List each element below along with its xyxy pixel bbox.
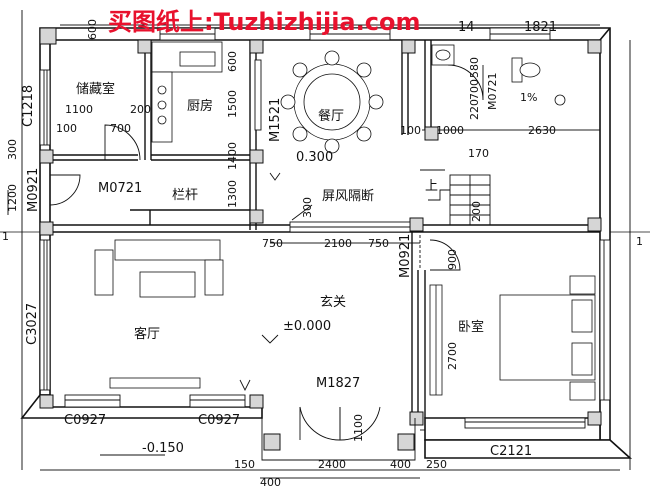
doors	[49, 59, 484, 441]
dim-170: 170	[468, 147, 489, 160]
dim-700b: 700	[468, 79, 481, 100]
dining-table	[280, 50, 384, 154]
dim-2400: 2400	[318, 458, 346, 471]
bedroom-furniture	[429, 275, 596, 401]
dim-1000: 1000	[436, 124, 464, 137]
dim-220: 220	[468, 99, 481, 120]
bathroom-fixtures	[431, 44, 566, 106]
dim-1100b: 1100	[352, 414, 365, 442]
railing-note: 栏杆	[172, 188, 198, 203]
dim-300b: 300	[301, 197, 314, 218]
dim-700: 700	[110, 122, 131, 135]
dim-100b: 100	[400, 124, 421, 137]
code-m0921-left: M0921	[26, 168, 41, 212]
code-m1827: M1827	[316, 376, 360, 391]
code-m0721-bath: M0721	[486, 73, 499, 111]
dim-900: 900	[446, 249, 459, 270]
code-m0921-right: M0921	[398, 234, 413, 278]
room-bedroom: 卧室	[458, 319, 484, 335]
room-living: 客厅	[134, 326, 160, 342]
kitchen-fixtures	[151, 41, 223, 143]
screen-note: 屏风隔断	[322, 189, 374, 204]
code-c3027: C3027	[25, 303, 40, 345]
dim-1500: 1500	[226, 90, 239, 118]
dim-250: 250	[426, 458, 447, 471]
dim-150: 150	[234, 458, 255, 471]
dim-2100: 2100	[324, 237, 352, 250]
stair-up-note: 上	[425, 179, 438, 194]
screen-partition	[289, 169, 445, 233]
axis-1-left: 1	[2, 230, 9, 243]
dim-2700: 2700	[446, 342, 459, 370]
dim-2630: 2630	[528, 124, 556, 137]
dim-1300: 1300	[226, 180, 239, 208]
front-porch	[100, 172, 425, 461]
slope-note: 1%	[520, 91, 537, 104]
axis-1-right: 1	[636, 235, 643, 248]
dim-750b: 750	[368, 237, 389, 250]
stair	[428, 174, 491, 226]
room-kitchen: 厨房	[187, 98, 213, 114]
level-foyer: ±0.000	[283, 319, 331, 334]
dim-750a: 750	[262, 237, 283, 250]
code-c0927-b: C0927	[198, 413, 240, 428]
dim-600b: 600	[226, 51, 239, 72]
dim-100a: 100	[56, 122, 77, 135]
dim-1100: 1100	[65, 103, 93, 116]
room-storage: 储藏室	[76, 81, 115, 97]
dim-580: 580	[468, 57, 481, 78]
level-dining: 0.300	[296, 150, 333, 165]
dimension-lines	[7, 10, 631, 479]
windows	[39, 27, 611, 429]
code-c0927-a: C0927	[64, 413, 106, 428]
dim-1200: 1200	[6, 184, 19, 212]
code-c2121: C2121	[490, 444, 532, 459]
dim-1400: 1400	[226, 142, 239, 170]
code-c1821: 1821	[524, 20, 557, 35]
room-foyer: 玄关	[320, 295, 346, 310]
code-m1521: M1521	[268, 98, 283, 142]
dim-200: 200	[130, 103, 151, 116]
dim-300: 300	[6, 139, 19, 160]
dim-400a: 400	[260, 476, 281, 489]
code-m0721-store: M0721	[98, 181, 142, 196]
dim-200b: 200	[470, 201, 483, 222]
dim-400b: 400	[390, 458, 411, 471]
dim-600a: 600	[86, 19, 99, 40]
watermark-text: 买图纸上:Tuzhizhijia.com	[108, 8, 420, 36]
columns	[39, 27, 602, 451]
level-outside: -0.150	[142, 441, 184, 456]
code-c1218: C1218	[21, 85, 36, 127]
living-furniture	[94, 239, 224, 389]
room-dining: 餐厅	[318, 108, 344, 124]
code-c14: 14	[458, 20, 475, 35]
